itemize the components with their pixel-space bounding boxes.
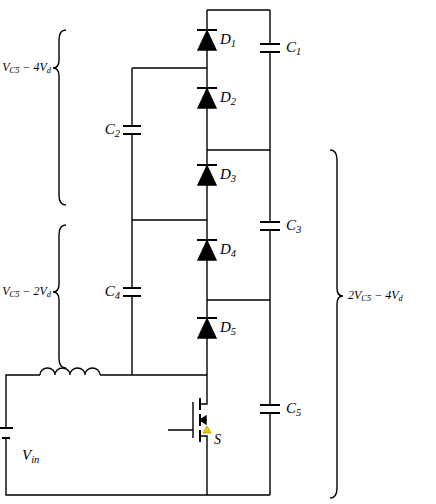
capacitor-label: C1: [286, 39, 301, 57]
diode-label: D5: [220, 319, 236, 337]
wire: [6, 375, 270, 495]
voltage-label: VC5 − 2Vd: [2, 285, 51, 299]
source-symbol: [0, 428, 13, 438]
capacitor-label: C3: [286, 217, 301, 235]
capacitor-plates: [260, 44, 280, 413]
voltage-label: VC5 − 4Vd: [2, 61, 51, 75]
mosfet-symbol: [168, 398, 211, 495]
wire: [207, 9, 270, 10]
capacitor-label: C5: [286, 400, 301, 418]
diode-symbols: [197, 30, 217, 338]
wire: [207, 299, 270, 300]
diode-label: D4: [220, 241, 236, 259]
capacitor-label: C2: [105, 121, 120, 139]
capacitor-plates: [123, 126, 141, 296]
voltage-bracket: [53, 30, 66, 205]
voltage-bracket: [330, 150, 343, 498]
wire: [100, 374, 207, 375]
diode-label: D1: [220, 31, 236, 49]
wire: [269, 10, 270, 495]
voltage-bracket: [53, 225, 66, 368]
wire: [132, 219, 207, 220]
inductor-symbol: [40, 368, 100, 375]
terminal-label: S: [214, 432, 221, 447]
wire: [131, 68, 132, 375]
diode-label: D3: [220, 166, 236, 184]
wire: [207, 149, 270, 150]
wire: [132, 67, 207, 68]
voltage-label: 2VC5 − 4Vd: [348, 289, 403, 303]
source-label: Vin: [22, 447, 39, 465]
diode-label: D2: [220, 89, 236, 107]
capacitor-label: C4: [105, 283, 120, 301]
